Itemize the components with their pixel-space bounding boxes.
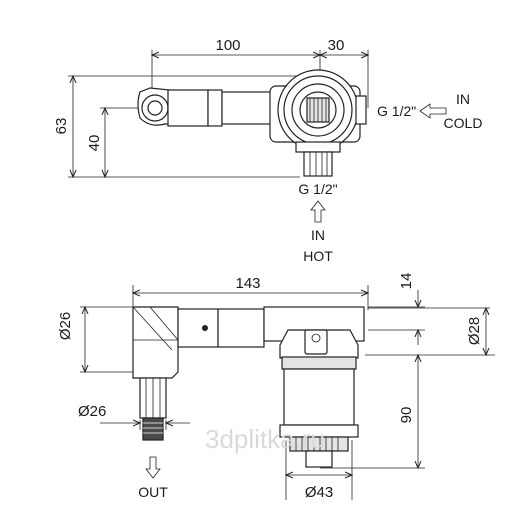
dim-100-label: 100 <box>215 37 240 54</box>
side-pipe-pin-icon <box>202 325 208 331</box>
top-pipe-section-2 <box>207 89 223 127</box>
side-pipe-section-1 <box>177 308 219 348</box>
cold-label: COLD <box>444 115 483 131</box>
side-valve-stub <box>305 450 333 468</box>
dim-143-label: 143 <box>235 275 260 292</box>
dim-26-bottom-label: Ø26 <box>78 403 106 420</box>
dim-40-label: 40 <box>86 135 103 152</box>
top-view: 100 30 63 40 G 1/2" <box>53 37 482 264</box>
side-view: 143 14 Ø28 90 Ø26 Ø26 Ø43 <box>57 273 495 501</box>
top-hot-inlet-base <box>295 141 341 153</box>
dim-90-label: 90 <box>398 407 415 424</box>
cold-in-label: IN <box>456 91 470 107</box>
dim-43-label: Ø43 <box>305 484 333 501</box>
top-valve-right-boss <box>355 95 367 125</box>
side-elbow-body <box>132 306 179 379</box>
side-valve-cylinder <box>283 368 355 426</box>
dim-14-label: 14 <box>398 273 415 290</box>
dim-63-label: 63 <box>53 118 70 135</box>
side-pipe-section-2 <box>217 308 265 348</box>
thread-cold-label: G 1/2" <box>377 103 416 119</box>
out-arrow-icon <box>145 456 161 479</box>
side-outlet-thread <box>142 417 164 441</box>
hot-in-label: IN <box>311 227 325 243</box>
hot-label: HOT <box>303 248 333 264</box>
side-valve-label-dot-icon <box>311 333 321 343</box>
cold-inlet-arrow-icon <box>419 103 447 119</box>
top-pipe-section-3 <box>221 91 273 125</box>
top-hot-inlet-pipe <box>303 151 333 177</box>
out-label: OUT <box>138 484 168 500</box>
top-pipe-section-1 <box>167 89 209 127</box>
watermark: 3dplitka.ru <box>205 424 325 454</box>
side-valve-collar <box>281 356 357 370</box>
dim-28-label: Ø28 <box>466 317 483 345</box>
dim-26-top-label: Ø26 <box>57 312 74 340</box>
dim-30-label: 30 <box>328 37 345 54</box>
top-outlet-inner <box>147 100 163 116</box>
thread-hot-label: G 1/2" <box>298 181 337 197</box>
hot-inlet-arrow-icon <box>310 200 326 223</box>
